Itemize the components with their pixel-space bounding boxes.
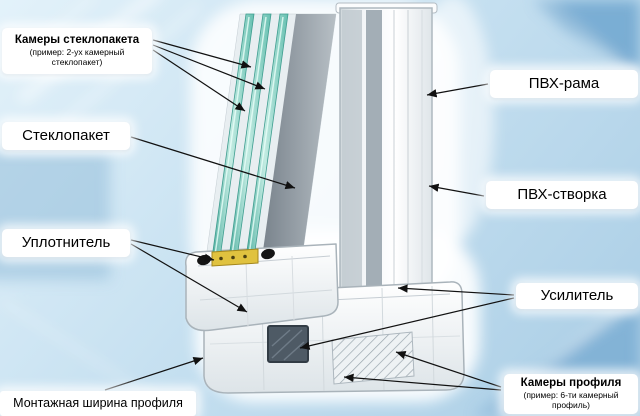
label-reinforcement: Усилитель	[516, 283, 638, 309]
arrow-seal-2	[130, 243, 248, 313]
profile-chambers-title: Камеры профиля	[520, 377, 622, 390]
arrow-glass-unit	[130, 136, 296, 190]
pvc-frame-title: ПВХ-рама	[528, 75, 600, 93]
arrow-reinforcement-1	[397, 284, 515, 296]
arrow-seal-1	[130, 239, 215, 262]
arrow-mount-width	[104, 356, 204, 391]
sash-dark-strip	[262, 14, 336, 258]
seal-title: Уплотнитель	[21, 234, 111, 252]
cross-section	[184, 2, 465, 394]
glass-panes	[211, 13, 289, 259]
label-pvc-frame: ПВХ-рама	[490, 70, 638, 98]
vertical-frame-member	[335, 2, 438, 307]
label-seal: Уплотнитель	[2, 229, 130, 257]
arrow-glass-chambers-1	[152, 39, 252, 69]
arrow-glass-chambers-3	[152, 49, 246, 112]
arrow-reinforcement-2	[299, 297, 515, 350]
glass-chambers-title: Камеры стеклопакета	[14, 34, 140, 47]
arrow-pvc-frame	[426, 83, 489, 98]
label-glass-chambers: Камеры стеклопакета (пример: 2-ух камерн…	[2, 28, 152, 74]
glass-unit-title: Стеклопакет	[22, 127, 110, 145]
pvc-sash-title: ПВХ-створка	[517, 186, 607, 204]
label-pvc-sash: ПВХ-створка	[486, 181, 638, 209]
mount-width-title: Монтажная ширина профиля	[13, 396, 183, 411]
label-profile-chambers: Камеры профиля (пример: 6-ти камерный пр…	[504, 374, 638, 414]
arrow-profile-chambers-1	[343, 373, 502, 391]
label-glass-unit: Стеклопакет	[2, 122, 130, 150]
arrow-glass-chambers-2	[152, 44, 266, 90]
glass-chambers-subtitle: (пример: 2-ух камерный стеклопакет)	[29, 47, 125, 68]
reinforcement-title: Усилитель	[540, 287, 614, 305]
label-mount-width: Монтажная ширина профиля	[0, 391, 196, 416]
arrow-profile-chambers-2	[395, 351, 502, 388]
seal-gasket-right	[261, 248, 275, 260]
profile-chamber-hatch	[331, 331, 415, 385]
arrow-pvc-sash	[428, 183, 485, 197]
profile-chambers-subtitle: (пример: 6-ти камерный профиль)	[523, 390, 619, 411]
callout-arrows	[104, 39, 515, 391]
